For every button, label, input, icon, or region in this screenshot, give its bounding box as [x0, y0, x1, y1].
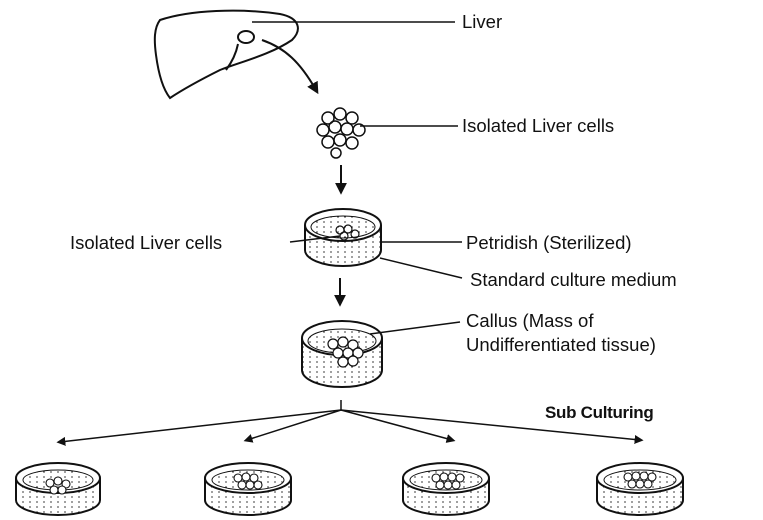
label-medium: Standard culture medium: [470, 269, 677, 291]
subculture-dish-3: [403, 463, 489, 515]
label-subculturing: Sub Culturing: [545, 402, 653, 424]
label-callus-line1: Callus (Mass of: [466, 310, 593, 332]
label-callus-line2: Undifferentiated tissue): [466, 334, 656, 356]
petridish-2: [302, 321, 382, 387]
subculture-dish-2: [205, 463, 291, 515]
liver-drawing: [155, 11, 298, 98]
label-isolated-cells-left: Isolated Liver cells: [70, 232, 222, 254]
subculture-dish-1: [16, 463, 100, 515]
label-petridish: Petridish (Sterilized): [466, 232, 632, 254]
medium-leader: [380, 258, 462, 278]
petridish-1: [305, 209, 381, 266]
label-isolated-cells-top: Isolated Liver cells: [462, 115, 614, 137]
label-liver: Liver: [462, 11, 502, 33]
liver-to-cells-arrow: [262, 40, 316, 90]
callus-leader: [370, 322, 460, 334]
isolated-cells-cluster: [317, 108, 365, 158]
subculture-dish-4: [597, 463, 683, 515]
